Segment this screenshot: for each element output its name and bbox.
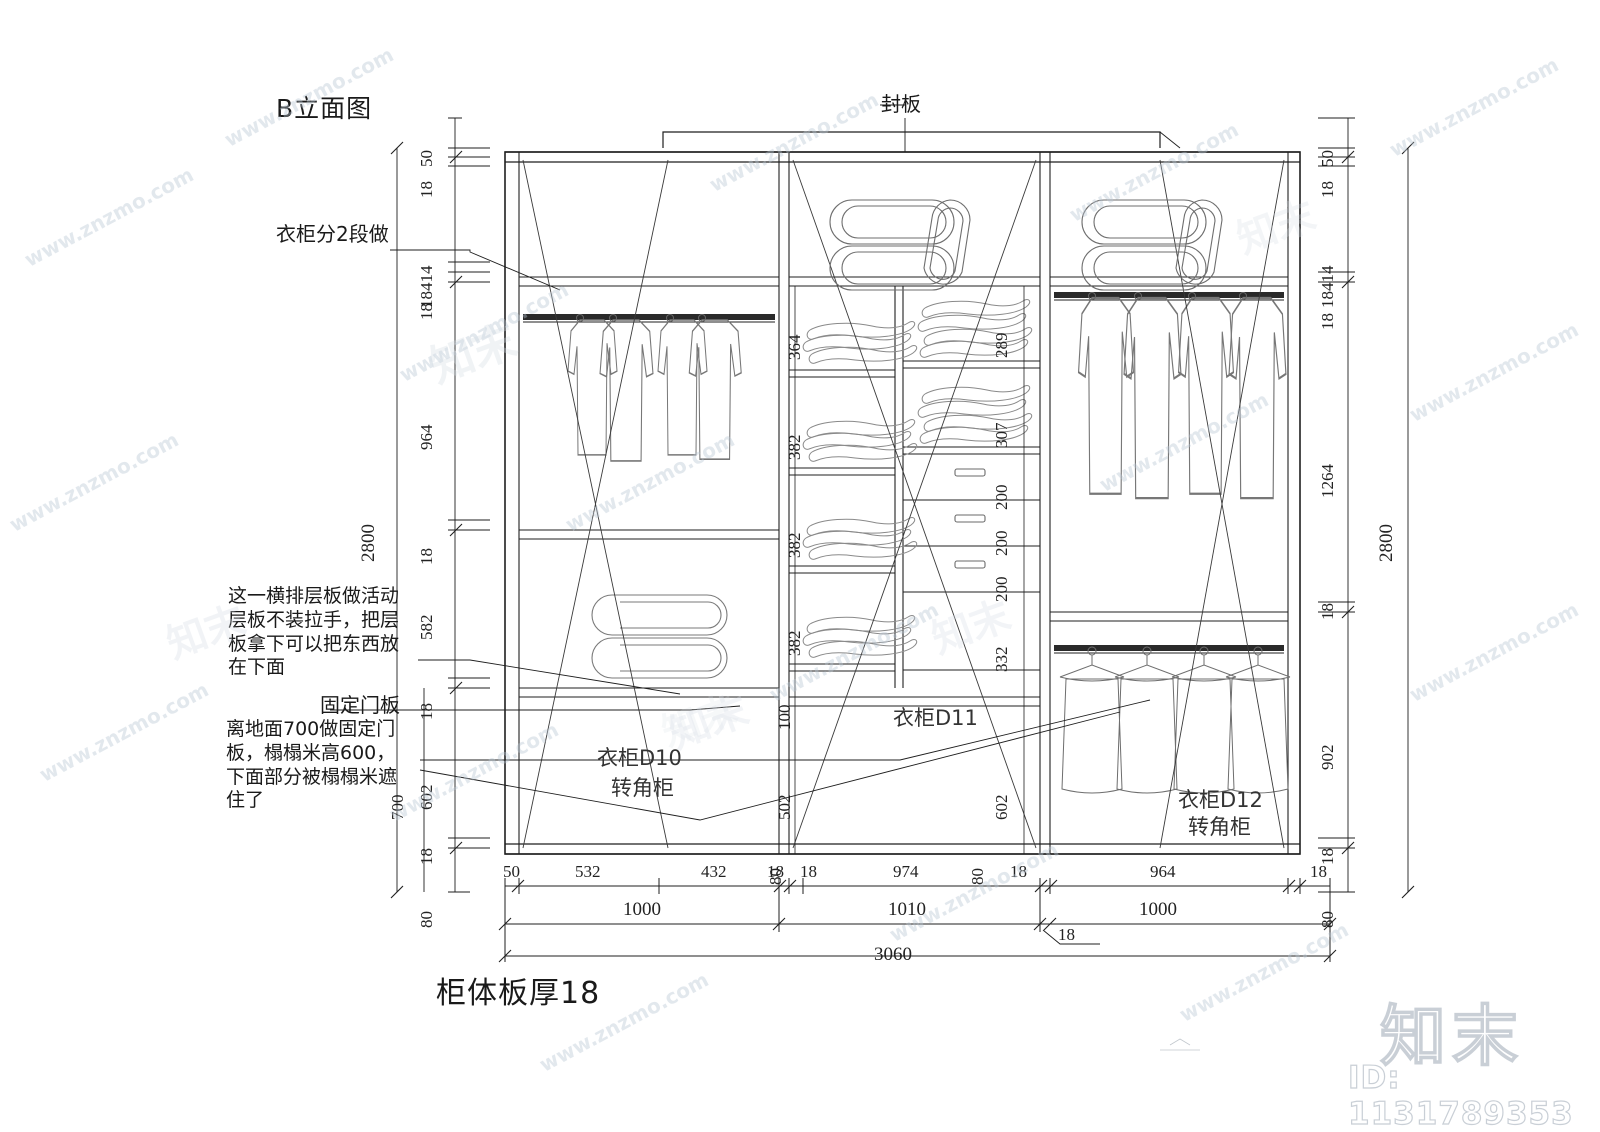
dim-bottom-8: 18 — [1310, 862, 1327, 881]
dim-bottom2-2: 1000 — [1139, 899, 1177, 920]
dim-left-1: 18 — [417, 181, 436, 198]
dim-bottom-6: 18 — [1010, 862, 1027, 881]
dim-left-4: 18 — [417, 303, 436, 320]
dim-mid-left-4: 100 — [775, 704, 794, 731]
dim-mid-left-3: 382 — [785, 630, 804, 657]
dim-mid-left-1: 382 — [785, 434, 804, 461]
dim-right-4: 18 — [1318, 313, 1337, 330]
dim-bottom-3: 18 — [767, 862, 784, 881]
dim-mid-left-5: 502 — [775, 794, 794, 821]
note-fixed-door-label: 固定门板 — [320, 693, 400, 717]
dim-right-1: 18 — [1318, 181, 1337, 198]
dim-right-7: 902 — [1318, 744, 1337, 771]
dim-mid-right-5: 332 — [992, 646, 1011, 673]
dim-right-5: 1264 — [1318, 464, 1337, 498]
dim-bottom-4: 18 — [800, 862, 817, 881]
dim-right-0: 50 — [1318, 150, 1337, 167]
dim-right-total: 2800 — [1376, 524, 1397, 562]
dim-mid-left-0: 364 — [785, 334, 804, 361]
note-fixed-door: 离地面700做固定门 板，榻榻米高600， 下面部分被榻榻米遮 住了 — [226, 718, 398, 812]
dim-left-7: 582 — [417, 614, 436, 641]
cabinet-label-d10: 衣柜D10 — [597, 746, 682, 770]
note-movable-shelf: 这一横排层板做活动 层板不装拉手，把层 板拿下可以把东西放 在下面 — [228, 585, 400, 679]
dim-left-9: 602 — [417, 784, 436, 811]
dim-right-6: 18 — [1318, 603, 1337, 620]
dim-bottom2-1: 1010 — [888, 899, 926, 920]
cabinet-sub-d10: 转角柜 — [611, 776, 674, 800]
dim-mid-right-3: 200 — [992, 530, 1011, 557]
dim-left-total: 2800 — [358, 524, 379, 562]
dim-bottom-7: 964 — [1150, 862, 1176, 881]
dim-bottom-2: 432 — [701, 862, 727, 881]
dim-mid-left-2: 382 — [785, 532, 804, 559]
note-two-sections: 衣柜分2段做 — [276, 222, 389, 246]
dim-left-700: 700 — [388, 794, 407, 821]
dim-mid-right-6: 602 — [992, 794, 1011, 821]
dim-left-6: 18 — [417, 548, 436, 565]
dim-overall-width: 3060 — [874, 944, 912, 965]
dim-mid-right-2: 200 — [992, 484, 1011, 511]
seal-panel-label: 封板 — [881, 92, 921, 116]
dim-right-9: 80 — [1318, 911, 1337, 928]
dim-bottom-0: 50 — [503, 862, 520, 881]
dim-bottom-1: 532 — [575, 862, 601, 881]
cabinet-label-d11: 衣柜D11 — [893, 706, 978, 730]
dim-mid-right-1: 307 — [992, 422, 1011, 449]
cabinet-sub-d12: 转角柜 — [1188, 815, 1251, 839]
dim-left-merged: 18414 — [417, 265, 436, 309]
dim-left-5: 964 — [417, 424, 436, 451]
cabinet-label-d12: 衣柜D12 — [1178, 788, 1263, 812]
dim-left-10: 18 — [417, 848, 436, 865]
view-title: B立面图 — [276, 94, 373, 123]
dim-mid-right-4: 200 — [992, 576, 1011, 603]
dim-bottom-5: 974 — [893, 862, 919, 881]
dim-left-8: 18 — [417, 703, 436, 720]
dim-mid-right-0: 289 — [992, 332, 1011, 359]
dim-bottom2-0: 1000 — [623, 899, 661, 920]
dim-bottom2-gap: 18 — [1058, 925, 1075, 944]
dim-right-merged: 18414 — [1318, 265, 1337, 309]
dim-plinth-mid: 80 — [968, 868, 987, 885]
dim-left-11: 80 — [417, 911, 436, 928]
dim-left-0: 50 — [417, 150, 436, 167]
board-thickness-title: 柜体板厚18 — [436, 976, 601, 1011]
